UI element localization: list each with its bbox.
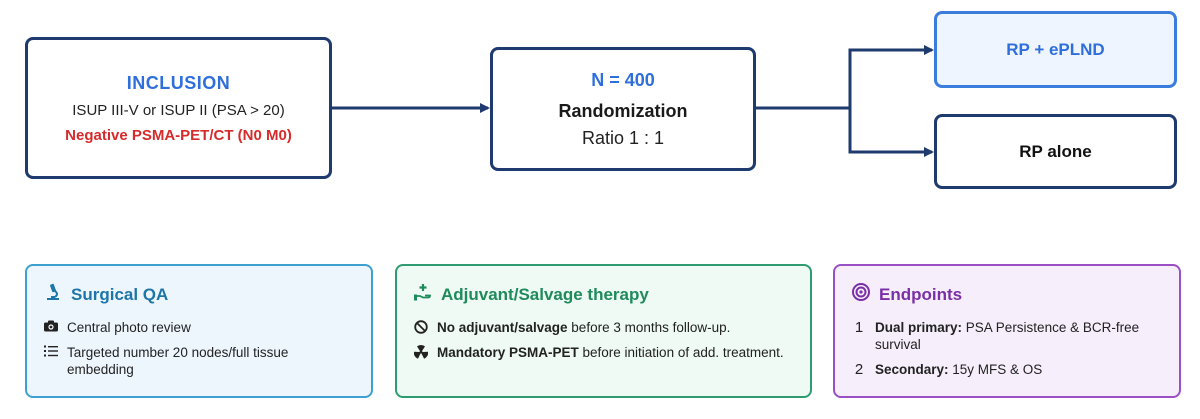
randomization-ratio: Ratio 1 : 1	[581, 127, 665, 148]
arrow-to-arm-b	[848, 108, 934, 157]
hand-plus-icon	[413, 282, 433, 307]
arrow-to-arm-a	[756, 45, 934, 110]
qa-item-text: Targeted number 20 nodes/full tissue emb…	[67, 345, 289, 377]
endpoint-item-bold: Secondary:	[875, 362, 949, 377]
surgical-qa-card: Surgical QA Central photo review Targete…	[25, 264, 373, 398]
arm-b-label: RP alone	[1019, 141, 1092, 161]
target-icon	[851, 282, 871, 307]
endpoint-item-text: 15y MFS & OS	[948, 362, 1043, 377]
list-item: Mandatory PSMA-PET before initiation of …	[413, 344, 794, 361]
arm-rp-alone-box: RP alone	[934, 114, 1177, 189]
surgical-qa-title: Surgical QA	[71, 284, 169, 304]
adjuvant-item-bold: Mandatory PSMA-PET	[437, 345, 579, 360]
camera-icon	[43, 319, 59, 332]
radiation-icon	[413, 344, 429, 359]
list-item: No adjuvant/salvage before 3 months foll…	[413, 319, 794, 336]
inclusion-negative-pet: Negative PSMA-PET/CT (N0 M0)	[65, 126, 292, 144]
adjuvant-title: Adjuvant/Salvage therapy	[441, 284, 649, 304]
endpoint-item-text: PSA Persistence & BCR-free survival	[875, 320, 1140, 352]
list-item: 2 Secondary: 15y MFS & OS	[851, 361, 1163, 378]
qa-item-text: Central photo review	[67, 320, 191, 335]
microscope-icon	[43, 282, 63, 307]
list-icon	[43, 344, 59, 357]
inclusion-criteria: ISUP III-V or ISUP II (PSA > 20)	[72, 101, 285, 119]
list-item: Central photo review	[43, 319, 355, 336]
endpoint-item-bold: Dual primary:	[875, 320, 963, 335]
randomization-box: N = 400 Randomization Ratio 1 : 1	[490, 47, 756, 171]
adjuvant-item-bold: No adjuvant/salvage	[437, 320, 568, 335]
adjuvant-item-text: before 3 months follow-up.	[567, 320, 731, 335]
sample-size: N = 400	[591, 69, 655, 90]
adjuvant-item-text: before initiation of add. treatment.	[578, 345, 784, 360]
inclusion-title: INCLUSION	[126, 72, 231, 93]
adjuvant-salvage-card: Adjuvant/Salvage therapy No adjuvant/sal…	[395, 264, 812, 398]
endpoints-card: Endpoints 1 Dual primary: PSA Persistenc…	[833, 264, 1181, 398]
endpoint-number: 2	[854, 361, 864, 378]
endpoints-title: Endpoints	[879, 284, 963, 304]
arm-rp-eplnd-box: RP + ePLND	[934, 11, 1177, 88]
randomization-title: Randomization	[558, 100, 688, 121]
list-item: 1 Dual primary: PSA Persistence & BCR-fr…	[851, 319, 1163, 353]
list-item: Targeted number 20 nodes/full tissue emb…	[43, 344, 355, 378]
arm-a-label: RP + ePLND	[1006, 39, 1105, 59]
endpoint-number: 1	[854, 319, 864, 336]
inclusion-box: INCLUSION ISUP III-V or ISUP II (PSA > 2…	[25, 37, 332, 179]
no-entry-icon	[413, 319, 429, 334]
